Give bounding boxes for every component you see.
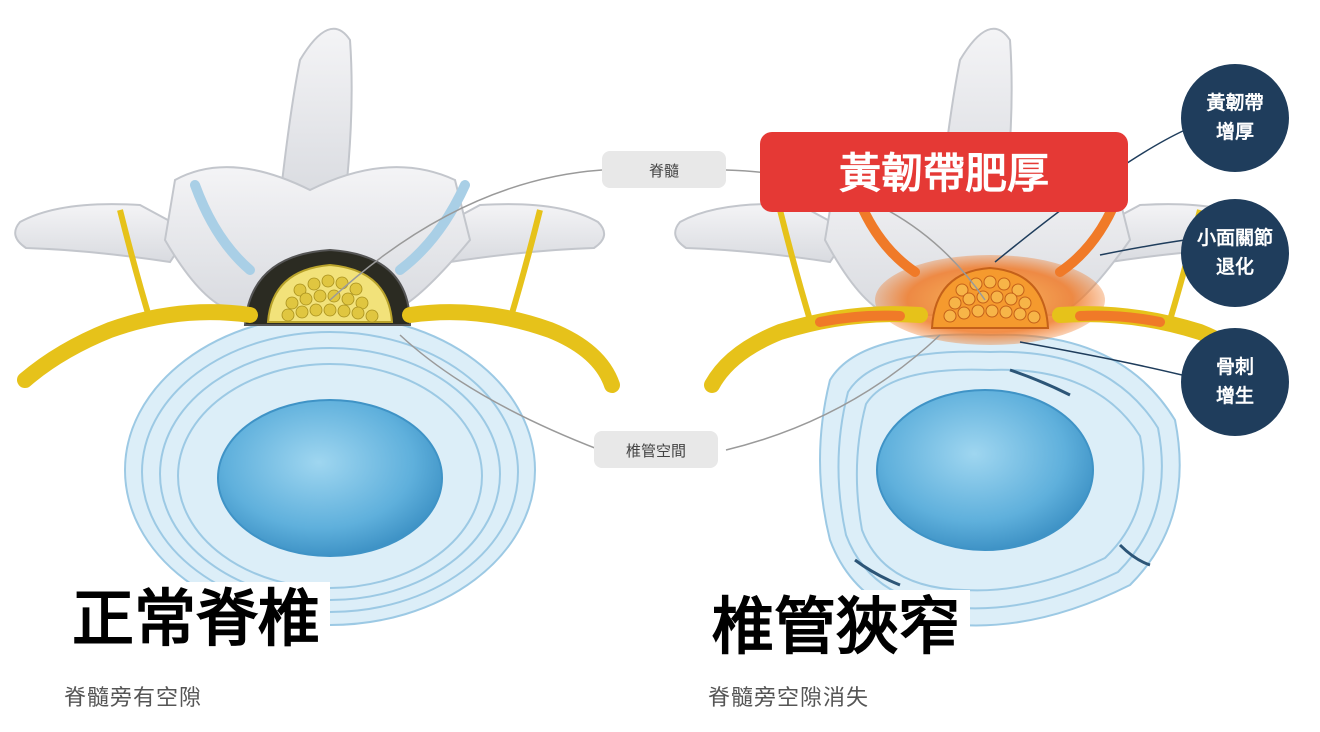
stenosis-title: 椎管狹窄: [702, 590, 971, 662]
normal-spine-title: 正常脊椎: [62, 582, 331, 654]
circle-facet-degeneration: 小面關節 退化: [1181, 199, 1289, 307]
leader-line-spinal-cord-left: [329, 169, 603, 301]
label-spinal-cord-text: 脊髓: [649, 162, 679, 180]
right-nerve-root: [402, 304, 620, 393]
callout-text: 黃韌帶肥厚: [839, 149, 1049, 198]
callout-box: [760, 132, 1128, 212]
spinous-process: [278, 27, 353, 201]
navy-circle: [1181, 199, 1289, 307]
circle-bone-spur: 骨刺 增生: [1181, 328, 1289, 436]
nerve-fibers: [281, 274, 379, 323]
label-pill: [602, 151, 726, 188]
bone-spur-cracks: [854, 368, 1151, 587]
disc-nucleus: [876, 389, 1094, 551]
left-transverse-process: [674, 203, 852, 264]
right-facet-joint: [395, 180, 470, 275]
navy-circle: [1181, 64, 1289, 172]
left-nerve-branch: [117, 209, 153, 321]
circle-line2: 增厚: [1216, 120, 1254, 143]
left-nerve-root: [17, 304, 258, 388]
right-nerve-branch: [507, 209, 543, 321]
disc-ring: [855, 368, 1145, 592]
label-spinal-cord: 脊髓: [602, 151, 726, 188]
navy-circle: [1181, 328, 1289, 436]
left-nerve-branch: [777, 209, 813, 321]
disc-ring: [837, 350, 1163, 610]
circle-line1: 黃韌帶: [1206, 91, 1263, 114]
label-canal-space: 椎管空間: [594, 431, 718, 468]
right-transverse-process: [428, 203, 605, 264]
circle-line2: 增生: [1216, 384, 1254, 407]
ligament-callout: 黃韌帶肥厚: [760, 132, 1128, 212]
leader-line-canal-right: [725, 334, 941, 451]
circle-line2: 退化: [1216, 255, 1254, 278]
circle-line1: 小面關節: [1197, 226, 1273, 249]
leader-line-spur: [1019, 341, 1183, 376]
disc-nucleus: [217, 399, 443, 557]
stenosis-vertebra-illustration: [674, 27, 1270, 627]
normal-vertebra-illustration: [14, 27, 620, 626]
left-facet-joint: [190, 180, 255, 275]
leader-line-canal-left: [399, 334, 601, 451]
label-pill: [594, 431, 718, 468]
label-canal-space-text: 椎管空間: [626, 442, 686, 460]
leader-line-facet: [1099, 239, 1186, 256]
normal-spine-subtitle: 脊髓旁有空隙: [64, 686, 203, 711]
left-nerve-inflamed: [815, 310, 905, 327]
left-transverse-process: [14, 203, 192, 264]
stenosis-subtitle: 脊髓旁空隙消失: [708, 686, 870, 711]
right-nerve-inflamed: [1075, 310, 1165, 327]
circle-line1: 骨刺: [1216, 356, 1254, 378]
circle-ligament-thickening: 黃韌帶 增厚: [1181, 64, 1289, 172]
